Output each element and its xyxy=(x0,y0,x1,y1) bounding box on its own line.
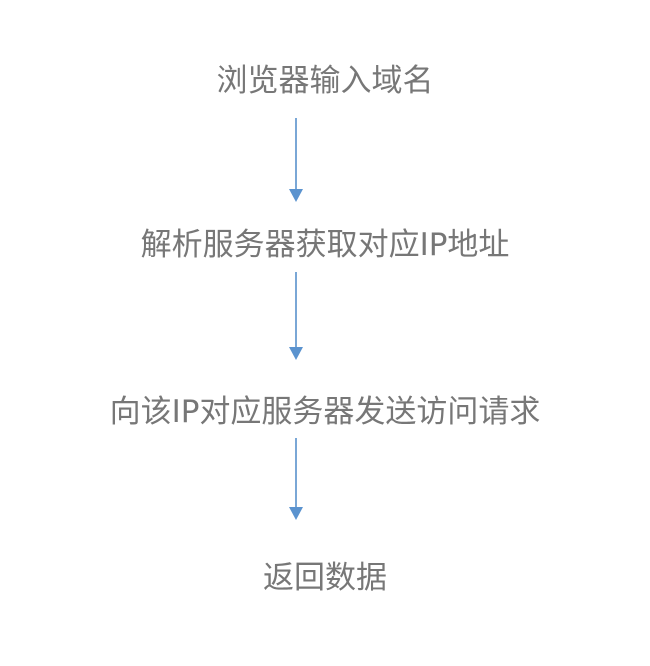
step-browser-input-domain: 浏览器输入域名 xyxy=(216,63,434,99)
step-send-request: 向该IP对应服务器发送访问请求 xyxy=(109,394,541,430)
step-resolve-ip: 解析服务器获取对应IP地址 xyxy=(140,227,510,263)
arrow-down-icon xyxy=(289,118,303,202)
arrow-down-icon xyxy=(289,438,303,520)
step-return-data: 返回数据 xyxy=(263,560,387,596)
arrow-down-icon xyxy=(289,272,303,360)
